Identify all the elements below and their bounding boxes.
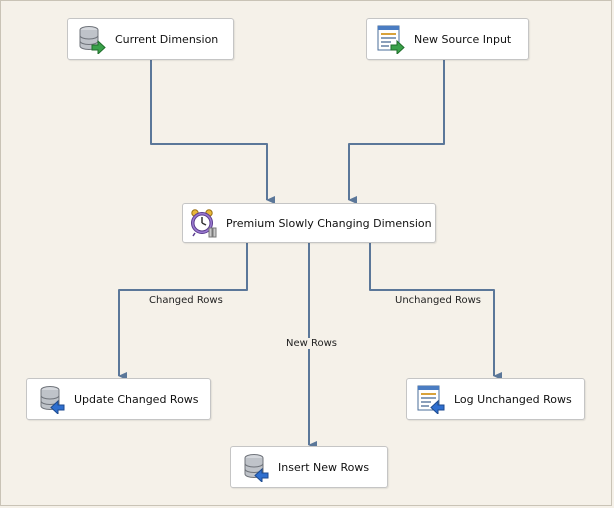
database-destination-icon [241,452,269,482]
connector-changed-rows[interactable] [118,243,248,380]
database-source-icon [78,24,106,54]
alarm-clock-icon [189,208,217,238]
log-unchanged-rows-label: Log Unchanged Rows [454,392,572,406]
flat-file-destination-icon [417,384,445,414]
update-changed-rows-label: Update Changed Rows [74,392,199,406]
update-changed-rows-node[interactable]: Update Changed Rows [26,378,211,420]
database-destination-icon [37,384,65,414]
current-dimension-node[interactable]: Current Dimension [67,18,234,60]
scd-transform-node[interactable]: Premium Slowly Changing Dimension [182,203,436,243]
connector-new-source-to-scd[interactable] [348,60,445,204]
edge-label-new-rows: New Rows [284,338,339,349]
insert-new-rows-node[interactable]: Insert New Rows [230,446,388,488]
scd-transform-label: Premium Slowly Changing Dimension [226,216,432,230]
flat-file-source-icon [377,24,405,54]
edge-label-unchanged-rows: Unchanged Rows [393,295,483,306]
edge-label-changed-rows: Changed Rows [147,295,225,306]
current-dimension-label: Current Dimension [115,32,219,46]
new-source-input-node[interactable]: New Source Input [366,18,529,60]
connector-unchanged-rows[interactable] [369,243,502,380]
insert-new-rows-label: Insert New Rows [278,460,370,474]
new-source-input-label: New Source Input [414,32,512,46]
log-unchanged-rows-node[interactable]: Log Unchanged Rows [406,378,585,420]
connector-current-dimension-to-scd[interactable] [150,60,275,204]
